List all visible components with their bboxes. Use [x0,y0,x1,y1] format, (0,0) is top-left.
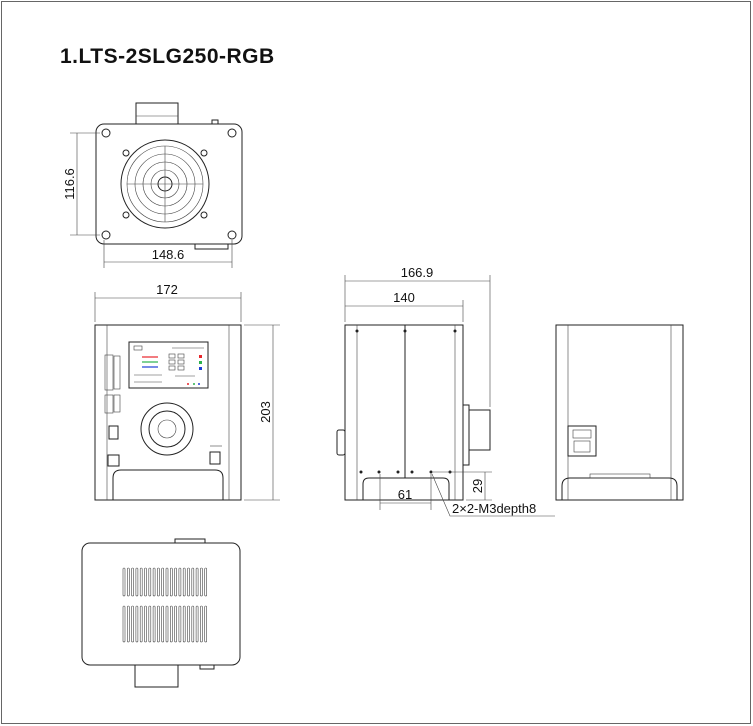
hole-height-dim: 29 [470,479,485,493]
vent-slot [187,605,190,643]
front-height-dim: 203 [258,401,273,423]
rear-view [555,324,684,501]
vent-slot [200,605,203,643]
vent-slot [148,567,152,597]
vent-slot [152,567,156,597]
vent-slot [148,605,152,643]
serial-port [108,425,119,440]
vent-slot [152,605,156,643]
vent-slot [195,567,199,597]
vent-slot [157,605,160,643]
vent-slot [139,605,143,643]
vent-slot [191,605,195,643]
hole-note: 2×2-M3depth8 [452,501,536,516]
vent-slot [170,567,173,597]
side-depth-dim: 166.9 [401,265,434,280]
vent-slot [161,605,164,643]
vent-slot [127,605,130,643]
vent-slot [127,567,130,597]
power-switch [209,451,221,465]
vent-slots [122,567,207,643]
power-socket [567,425,597,457]
vent-slot [122,567,126,597]
vent-slot [200,567,203,597]
display-screen [128,341,209,389]
vent-slot [144,605,147,643]
vent-slot [135,605,139,643]
vent-slot [178,567,182,597]
vent-slot [165,605,169,643]
top-view: 116.6 148.6 [62,102,243,268]
vent-slot [182,605,186,643]
vent-slot [204,605,207,643]
vent-slot [170,605,173,643]
vent-slot [161,567,164,597]
vent-slot [191,567,195,597]
vent-slot [157,567,160,597]
vent-slot [144,567,147,597]
vent-slot [195,605,199,643]
hole-spacing-dim: 61 [398,487,412,502]
vent-slot [187,567,190,597]
bottom-view [81,538,241,688]
vent-slot [131,567,134,597]
vent-slot [174,567,177,597]
vent-slot [182,567,186,597]
vent-slot [139,567,143,597]
ethernet-port [107,454,120,467]
control-knob [140,402,194,456]
vent-slot [122,605,126,643]
front-view: 172 203 [94,282,280,501]
vent-slot [178,605,182,643]
vent-slot [174,605,177,643]
drawing-title: 1.LTS-2SLG250-RGB [60,45,275,68]
top-width-dim: 148.6 [152,247,185,262]
vent-slot [165,567,169,597]
vent-slot [204,567,207,597]
side-body-dim: 140 [393,290,415,305]
fan-icon [120,139,210,229]
front-width-dim: 172 [156,282,178,297]
vent-slot [135,567,139,597]
top-height-dim: 116.6 [62,168,77,200]
terminal-blocks [104,354,121,414]
side-view: 166.9 140 61 29 2×2-M3depth8 [336,265,555,517]
vent-slot [131,605,134,643]
